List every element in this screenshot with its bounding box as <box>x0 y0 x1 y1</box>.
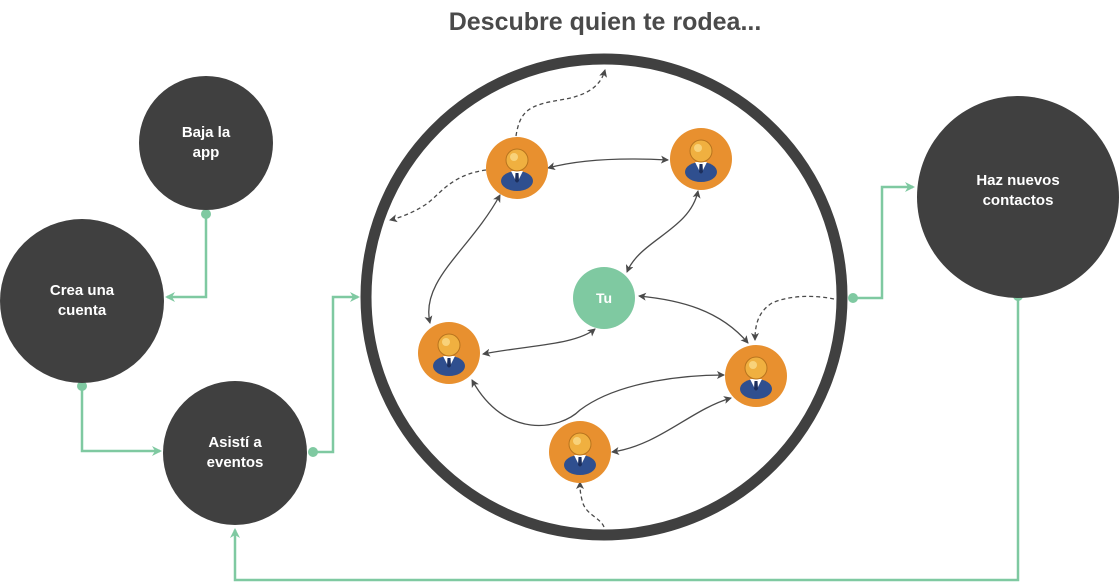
flow-account-to-events <box>80 386 162 456</box>
flow-download-to-account <box>165 215 208 302</box>
page-title: Descubre quien te rodea... <box>448 8 762 36</box>
person-node-1 <box>486 137 548 199</box>
person-node-5 <box>549 421 611 483</box>
person-node-2 <box>670 128 732 190</box>
center-node: Tu <box>573 267 635 329</box>
flow-network-to-contacts <box>853 182 915 300</box>
flow-contacts-to-events <box>230 296 1020 582</box>
flow-connectors <box>77 182 1023 582</box>
person-node-3 <box>418 322 480 384</box>
connection-links <box>424 155 749 455</box>
flow-events-to-network <box>313 292 360 454</box>
center-label: Tu <box>596 290 612 306</box>
person-node-4 <box>725 345 787 407</box>
network-ring <box>360 53 848 541</box>
